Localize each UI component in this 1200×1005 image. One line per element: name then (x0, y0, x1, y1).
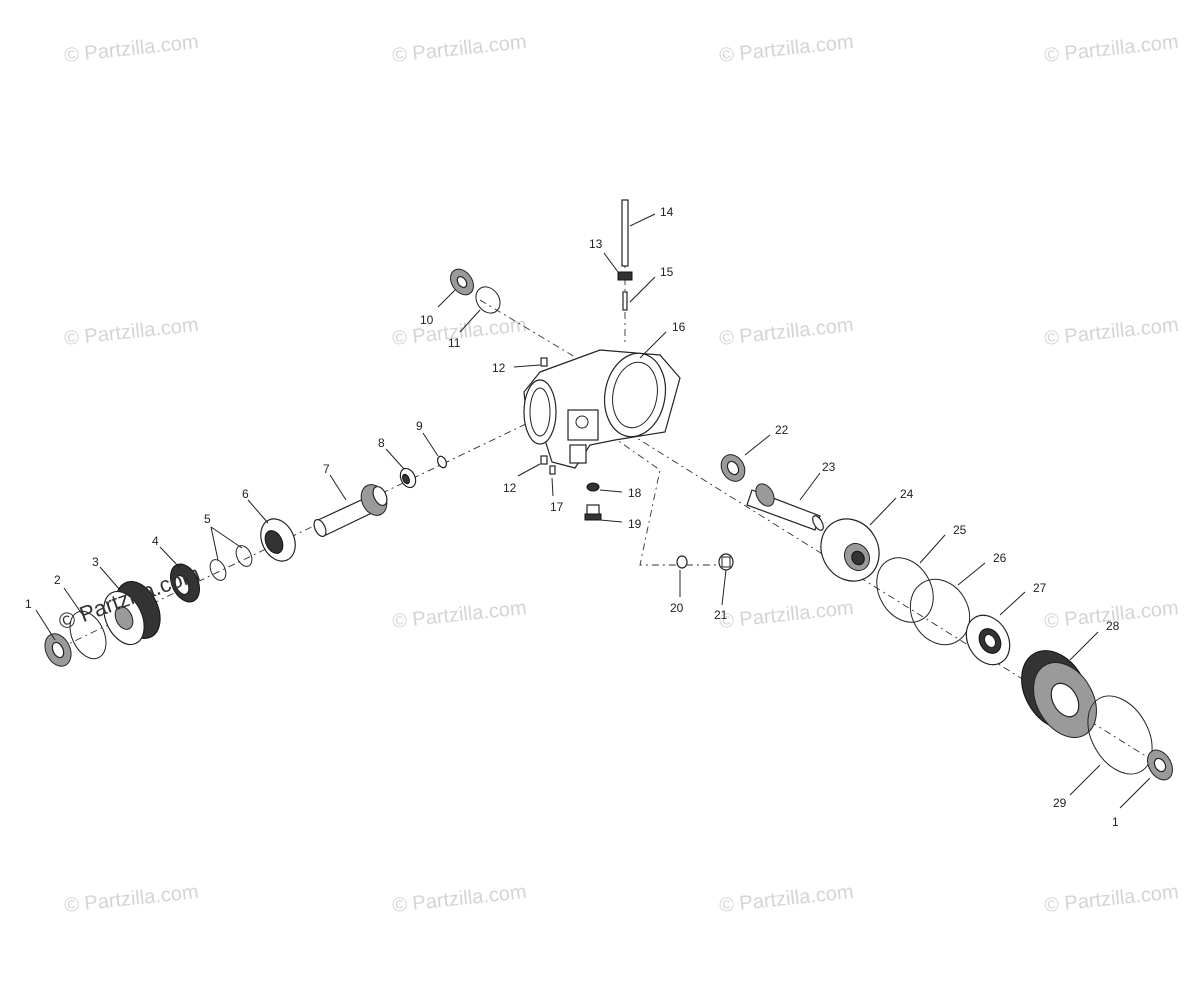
watermark: © Partzilla.com (1043, 881, 1179, 917)
watermark: © Partzilla.com (63, 881, 199, 917)
part-9-spacer[interactable] (436, 455, 448, 469)
part-27-bearing[interactable] (958, 607, 1019, 672)
part-17-plug[interactable] (549, 465, 556, 475)
callout-17: 17 (550, 500, 564, 514)
part-20-bleeder-fitting[interactable] (676, 555, 688, 569)
callout-11: 11 (448, 336, 461, 350)
callout-16: 16 (672, 320, 686, 334)
callout-19: 19 (628, 517, 642, 531)
part-2-o-ring[interactable] (63, 606, 113, 665)
callout-24: 24 (900, 487, 914, 501)
part-8-bushing[interactable] (397, 466, 418, 490)
watermark: © Partzilla.com (391, 31, 527, 67)
callout-26: 26 (993, 551, 1007, 565)
watermark: © Partzilla.com (718, 881, 854, 917)
part-3-hub-housing[interactable] (96, 574, 169, 651)
callout-12-upper: 12 (492, 361, 506, 375)
callout-5: 5 (204, 512, 211, 526)
watermark: © Partzilla.com (391, 881, 527, 917)
callout-10: 10 (420, 313, 434, 327)
part-23-output-shaft[interactable] (746, 481, 825, 532)
part-10-seal[interactable] (446, 265, 478, 299)
callout-22: 22 (775, 423, 789, 437)
watermark: © Partzilla.com (63, 31, 199, 67)
part-14-pin[interactable] (621, 199, 629, 267)
leader-lines (35, 213, 1151, 809)
callout-20: 20 (670, 601, 684, 615)
callout-2: 2 (54, 573, 61, 587)
watermark: © Partzilla.com (1043, 31, 1179, 67)
callout-labels: 1 2 3 4 5 6 7 8 9 10 11 12 12 13 14 15 1… (25, 205, 1120, 829)
callout-23: 23 (822, 460, 836, 474)
callout-21: 21 (714, 608, 728, 622)
part-1-left-washer[interactable] (40, 630, 76, 671)
callout-6: 6 (242, 487, 249, 501)
part-21-bleeder-screw[interactable] (718, 553, 734, 571)
centerlines (59, 210, 1161, 766)
part-1-right-washer[interactable] (1142, 746, 1177, 785)
part-12-upper-plug[interactable] (540, 357, 548, 367)
part-13-clip[interactable] (617, 271, 633, 281)
part-11-o-ring[interactable] (471, 282, 505, 318)
callout-4: 4 (152, 534, 159, 548)
watermark: © Partzilla.com (1043, 314, 1179, 350)
part-5-snap-rings[interactable] (207, 543, 255, 583)
watermark: © Partzilla.com (718, 31, 854, 67)
callout-29: 29 (1053, 796, 1067, 810)
part-12-lower-plug[interactable] (540, 455, 548, 465)
watermark: © Partzilla.com (718, 314, 854, 350)
part-4-bearing[interactable] (165, 559, 205, 606)
part-25-ring[interactable] (865, 548, 944, 633)
callout-14: 14 (660, 205, 674, 219)
callout-8: 8 (378, 436, 385, 450)
callout-3: 3 (92, 555, 99, 569)
callout-15: 15 (660, 265, 674, 279)
part-26-ring[interactable] (899, 569, 981, 656)
centerline-seal-10 (479, 299, 581, 361)
part-6-seal[interactable] (254, 513, 302, 566)
part-19-drain-bolt[interactable] (584, 504, 602, 521)
callout-13: 13 (589, 237, 603, 251)
watermark: © Partzilla.com (63, 314, 199, 350)
part-28-coil-housing[interactable] (1008, 639, 1109, 749)
callout-25: 25 (953, 523, 967, 537)
watermark: © Partzilla.com (718, 597, 854, 633)
callout-7: 7 (323, 462, 330, 476)
part-16-gearcase-housing[interactable] (523, 348, 681, 469)
part-15-roll-pin[interactable] (622, 291, 628, 311)
part-24-armature-plate[interactable] (810, 508, 890, 591)
part-29-o-ring[interactable] (1075, 685, 1165, 786)
callout-28: 28 (1106, 619, 1120, 633)
watermark: © Partzilla.com (391, 597, 527, 633)
callout-18: 18 (628, 486, 642, 500)
part-18-washer[interactable] (586, 482, 600, 492)
callout-27: 27 (1033, 581, 1047, 595)
callout-12-lower: 12 (503, 481, 517, 495)
watermark-layer: © Partzilla.com © Partzilla.com © Partzi… (63, 31, 1179, 917)
callout-9: 9 (416, 419, 423, 433)
centerline-bleeder (609, 434, 730, 566)
callout-1-right: 1 (1112, 815, 1119, 829)
callout-1-left: 1 (25, 597, 32, 611)
part-22-bearing[interactable] (716, 450, 749, 485)
part-7-pinion-shaft[interactable] (312, 480, 392, 538)
